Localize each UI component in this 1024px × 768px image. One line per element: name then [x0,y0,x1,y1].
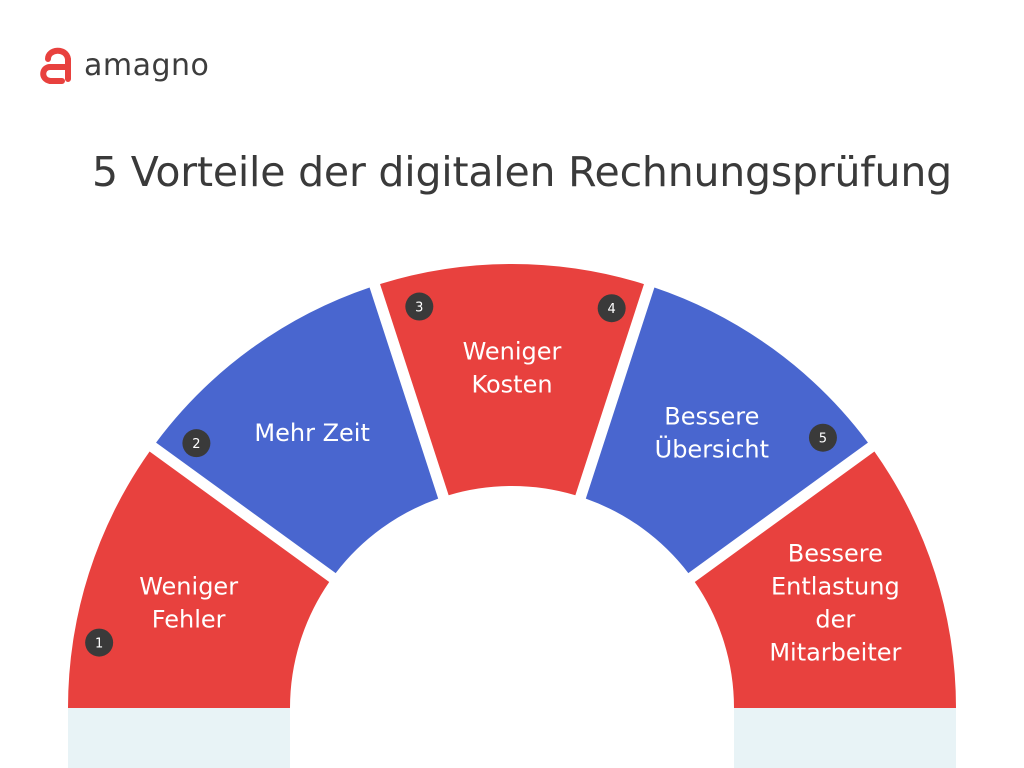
number-badge-1 [85,628,114,657]
page-title: 5 Vorteile der digitalen Rechnungsprüfun… [92,148,952,196]
segment-label-line: Bessere [788,539,883,567]
number-badge-5 [808,423,837,452]
segment-label-line: Übersicht [655,434,769,463]
segment-label-line: Weniger [139,572,238,600]
number-badge-label: 4 [608,302,616,317]
brand-name: amagno [84,48,210,83]
number-badge-label: 2 [192,437,200,452]
segment-4 [585,287,868,574]
number-badge-label: 1 [95,637,103,652]
segment-label-2: Mehr Zeit [254,419,369,447]
arc-base-gap [290,708,734,768]
segment-2 [156,287,439,574]
segment-label-line: der [815,605,855,633]
number-badge-2 [182,429,211,458]
brand-logo: amagno [36,44,209,88]
segment-5 [694,451,956,708]
segment-label-line: Mehr Zeit [254,419,369,447]
segment-label-line: Fehler [152,605,226,633]
number-badge-4 [597,294,626,323]
number-badge-3 [405,292,434,321]
amagno-logo-icon [40,47,71,84]
segment-label-line: Bessere [664,402,759,430]
segment-3 [380,264,644,496]
number-badge-label: 5 [819,432,827,447]
segment-label-line: Mitarbeiter [769,638,901,666]
segment-label-line: Entlastung [771,572,900,600]
segment-1 [68,451,330,708]
number-badge-label: 3 [415,301,423,316]
segment-label-line: Weniger [463,338,562,366]
segment-label-line: Kosten [471,371,552,399]
